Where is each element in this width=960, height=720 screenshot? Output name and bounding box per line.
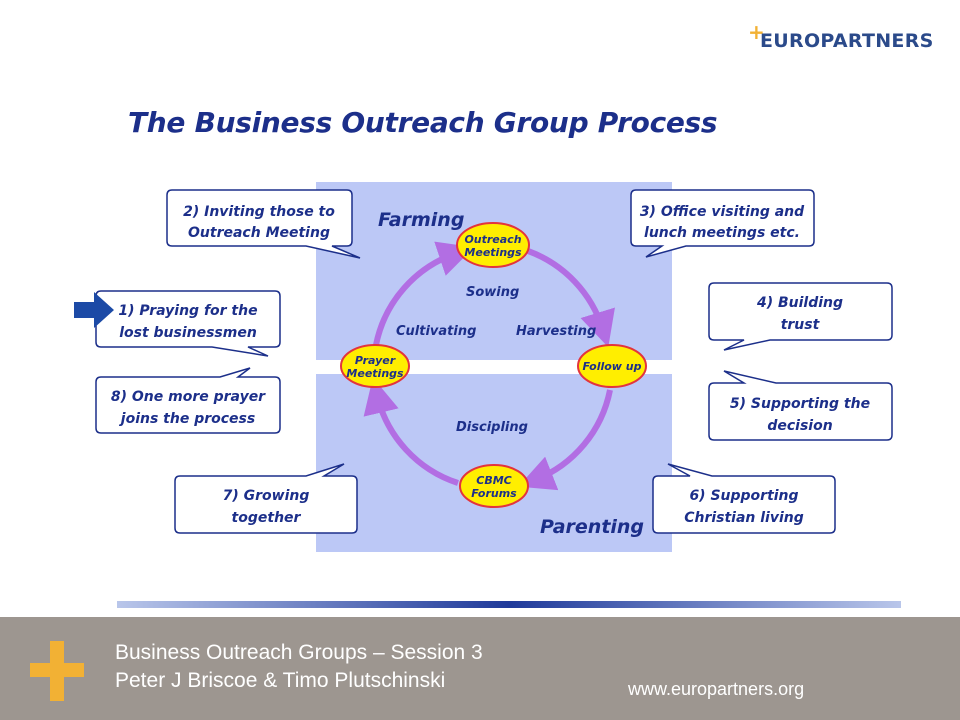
node-text: CBMC bbox=[476, 474, 511, 487]
cross-icon-bar bbox=[30, 663, 84, 677]
step-2-line-2: Outreach Meeting bbox=[188, 225, 330, 241]
step-2-line-1: 2) Inviting those to bbox=[183, 204, 335, 220]
node-prayer-meetings: Prayer Meetings bbox=[340, 344, 410, 388]
node-follow-up: Follow up bbox=[577, 344, 647, 388]
cultivating-label: Cultivating bbox=[396, 324, 476, 339]
step-5-line-1: 5) Supporting the bbox=[730, 396, 870, 412]
step-5-line-2: decision bbox=[767, 418, 832, 434]
node-text: Forums bbox=[471, 487, 517, 500]
logo-text: EUROPARTNERS bbox=[760, 30, 934, 52]
step-1-line-2: lost businessmen bbox=[119, 325, 257, 341]
bubble-step-7 bbox=[174, 463, 358, 534]
node-text: Prayer bbox=[355, 354, 396, 367]
harvesting-label: Harvesting bbox=[516, 324, 596, 339]
step-8-line-2: joins the process bbox=[119, 411, 255, 427]
plus-icon: + bbox=[748, 20, 765, 44]
node-text: Outreach bbox=[464, 233, 521, 246]
step-8-line-1: 8) One more prayer bbox=[111, 389, 266, 405]
node-text: Meetings bbox=[346, 367, 404, 380]
step-3-line-2: lunch meetings etc. bbox=[644, 225, 800, 241]
farming-label: Farming bbox=[378, 209, 464, 231]
bubble-step-3 bbox=[630, 189, 815, 258]
start-arrow-icon bbox=[74, 292, 114, 328]
step-7-line-1: 7) Growing bbox=[223, 488, 310, 504]
bubble-step-5 bbox=[708, 370, 893, 441]
footer-bar: Business Outreach Groups – Session 3 Pet… bbox=[0, 617, 960, 720]
node-text: Follow up bbox=[582, 360, 641, 373]
footer-url[interactable]: www.europartners.org bbox=[628, 679, 805, 699]
node-outreach-meetings: Outreach Meetings bbox=[456, 222, 530, 268]
node-cbmc-forums: CBMC Forums bbox=[459, 464, 529, 508]
arc-cultivating bbox=[373, 241, 475, 346]
step-6-line-2: Christian living bbox=[684, 510, 804, 526]
step-4-line-2: trust bbox=[781, 317, 821, 333]
bubble-step-1 bbox=[95, 290, 281, 357]
discipling-label: Discipling bbox=[456, 420, 528, 435]
farming-panel bbox=[316, 182, 672, 360]
step-7-line-2: together bbox=[232, 510, 302, 526]
step-3-line-1: 3) Office visiting and bbox=[640, 204, 805, 220]
bubble-step-6 bbox=[652, 463, 836, 534]
node-text: Meetings bbox=[464, 246, 522, 259]
step-1-line-1: 1) Praying for the bbox=[118, 303, 257, 319]
bubble-step-4 bbox=[708, 282, 893, 351]
step-4-line-1: 4) Building bbox=[756, 295, 843, 311]
arc-sowing bbox=[526, 248, 615, 348]
arc-discipling bbox=[363, 377, 459, 486]
sowing-label: Sowing bbox=[466, 285, 519, 300]
footer-session: Business Outreach Groups – Session 3 bbox=[115, 641, 483, 664]
separator-bar bbox=[117, 601, 901, 608]
arc-harvesting bbox=[518, 389, 613, 491]
step-6-line-1: 6) Supporting bbox=[689, 488, 798, 504]
cycle-arrows bbox=[363, 241, 615, 491]
bubble-step-8 bbox=[95, 367, 281, 434]
bubble-step-2 bbox=[166, 189, 361, 259]
parenting-label: Parenting bbox=[540, 516, 644, 538]
footer-authors: Peter J Briscoe & Timo Plutschinski bbox=[115, 669, 446, 692]
slide-title: The Business Outreach Group Process bbox=[128, 106, 718, 139]
